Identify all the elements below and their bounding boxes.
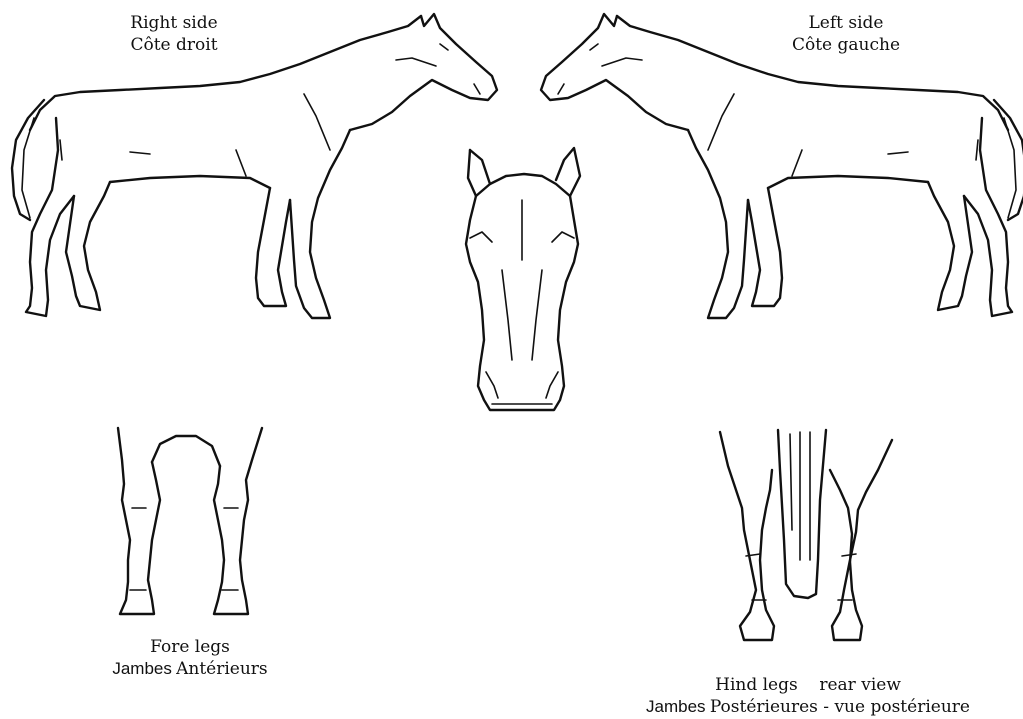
label-fore-legs-en: Fore legs (60, 636, 320, 658)
label-left-side-en: Left side (776, 12, 916, 34)
label-hind-legs-view: rear view (819, 675, 901, 695)
label-fore-legs: Fore legs Jambes Antérieurs (60, 636, 320, 680)
label-left-side-fr: Côte gauche (776, 34, 916, 56)
label-hind-legs: Hind legs rear view Jambes Postérieures … (596, 674, 1020, 718)
label-fore-legs-fr-prefix: Jambes (112, 659, 172, 678)
label-fore-legs-fr-rest: Antérieurs (176, 659, 268, 679)
label-hind-legs-en: Hind legs (715, 675, 798, 695)
label-right-side-en: Right side (104, 12, 244, 34)
label-right-side-fr: Côte droit (104, 34, 244, 56)
label-hind-legs-fr-rest: Postérieures - vue postérieure (710, 697, 970, 717)
label-right-side: Right side Côte droit (104, 12, 244, 56)
label-hind-legs-fr-prefix: Jambes (646, 697, 706, 716)
label-left-side: Left side Côte gauche (776, 12, 916, 56)
